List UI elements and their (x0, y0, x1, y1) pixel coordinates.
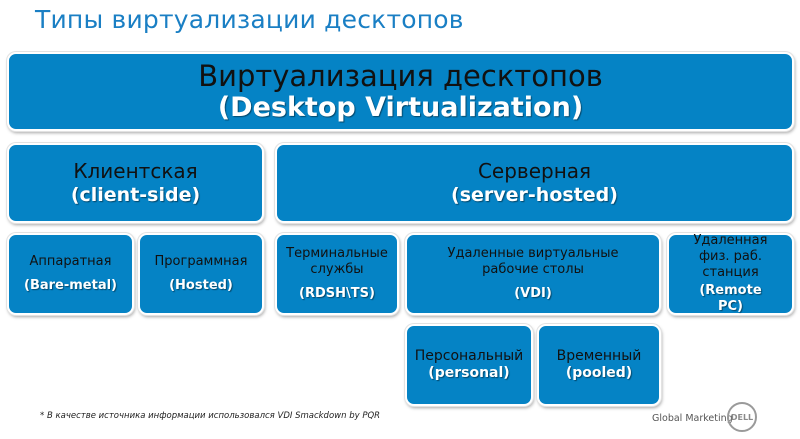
node-label-en: (client-side) (70, 184, 201, 206)
node-label-en: (pooled) (565, 365, 633, 381)
node-label-ru: Терминальные службы (286, 246, 388, 277)
node-label-ru: Программная (154, 254, 248, 269)
node-vdi: Удаленные виртуальные рабочие столы (VDI… (405, 233, 661, 315)
node-label-ru: Удаленные виртуальные рабочие столы (447, 246, 619, 277)
node-server-hosted: Серверная (server-hosted) (275, 143, 794, 223)
node-label-ru: Временный (556, 348, 642, 364)
dell-logo-icon: DELL (727, 402, 757, 432)
node-label-ru: Персональный (414, 348, 524, 364)
node-remote-pc: Удаленная физ. раб. станция (Remote PC) (667, 233, 794, 315)
node-label-en: (RDSH\TS) (299, 286, 375, 301)
node-label-en: (VDI) (514, 286, 552, 301)
node-label-en: (server-hosted) (451, 184, 618, 206)
node-label-en: (Hosted) (169, 278, 233, 293)
node-label-ru: Серверная (477, 159, 592, 183)
node-hosted: Программная (Hosted) (138, 233, 264, 315)
node-client-side: Клиентская (client-side) (7, 143, 264, 223)
node-label-ru: Клиентская (73, 159, 198, 183)
slide-title: Типы виртуализации десктопов (35, 5, 464, 34)
source-footnote: * В качестве источника информации исполь… (40, 411, 381, 421)
node-desktop-virtualization: Виртуализация десктопов (Desktop Virtual… (7, 52, 794, 131)
logo-text: DELL (730, 412, 754, 422)
node-label-ru: Аппаратная (29, 254, 112, 269)
node-label-en: (Bare-metal) (24, 278, 117, 293)
node-label-en: (personal) (428, 365, 510, 381)
brand-text: Global Marketing (652, 413, 733, 424)
node-personal: Персональный (personal) (405, 324, 533, 406)
node-bare-metal: Аппаратная (Bare-metal) (7, 233, 134, 315)
node-label-en: (Desktop Virtualization) (217, 91, 584, 123)
node-label-en: (Remote PC) (699, 283, 762, 314)
node-terminal-services: Терминальные службы (RDSH\TS) (275, 233, 399, 315)
node-label-ru: Удаленная физ. раб. станция (693, 233, 768, 280)
node-pooled: Временный (pooled) (537, 324, 661, 406)
node-label-ru: Виртуализация десктопов (198, 58, 603, 93)
